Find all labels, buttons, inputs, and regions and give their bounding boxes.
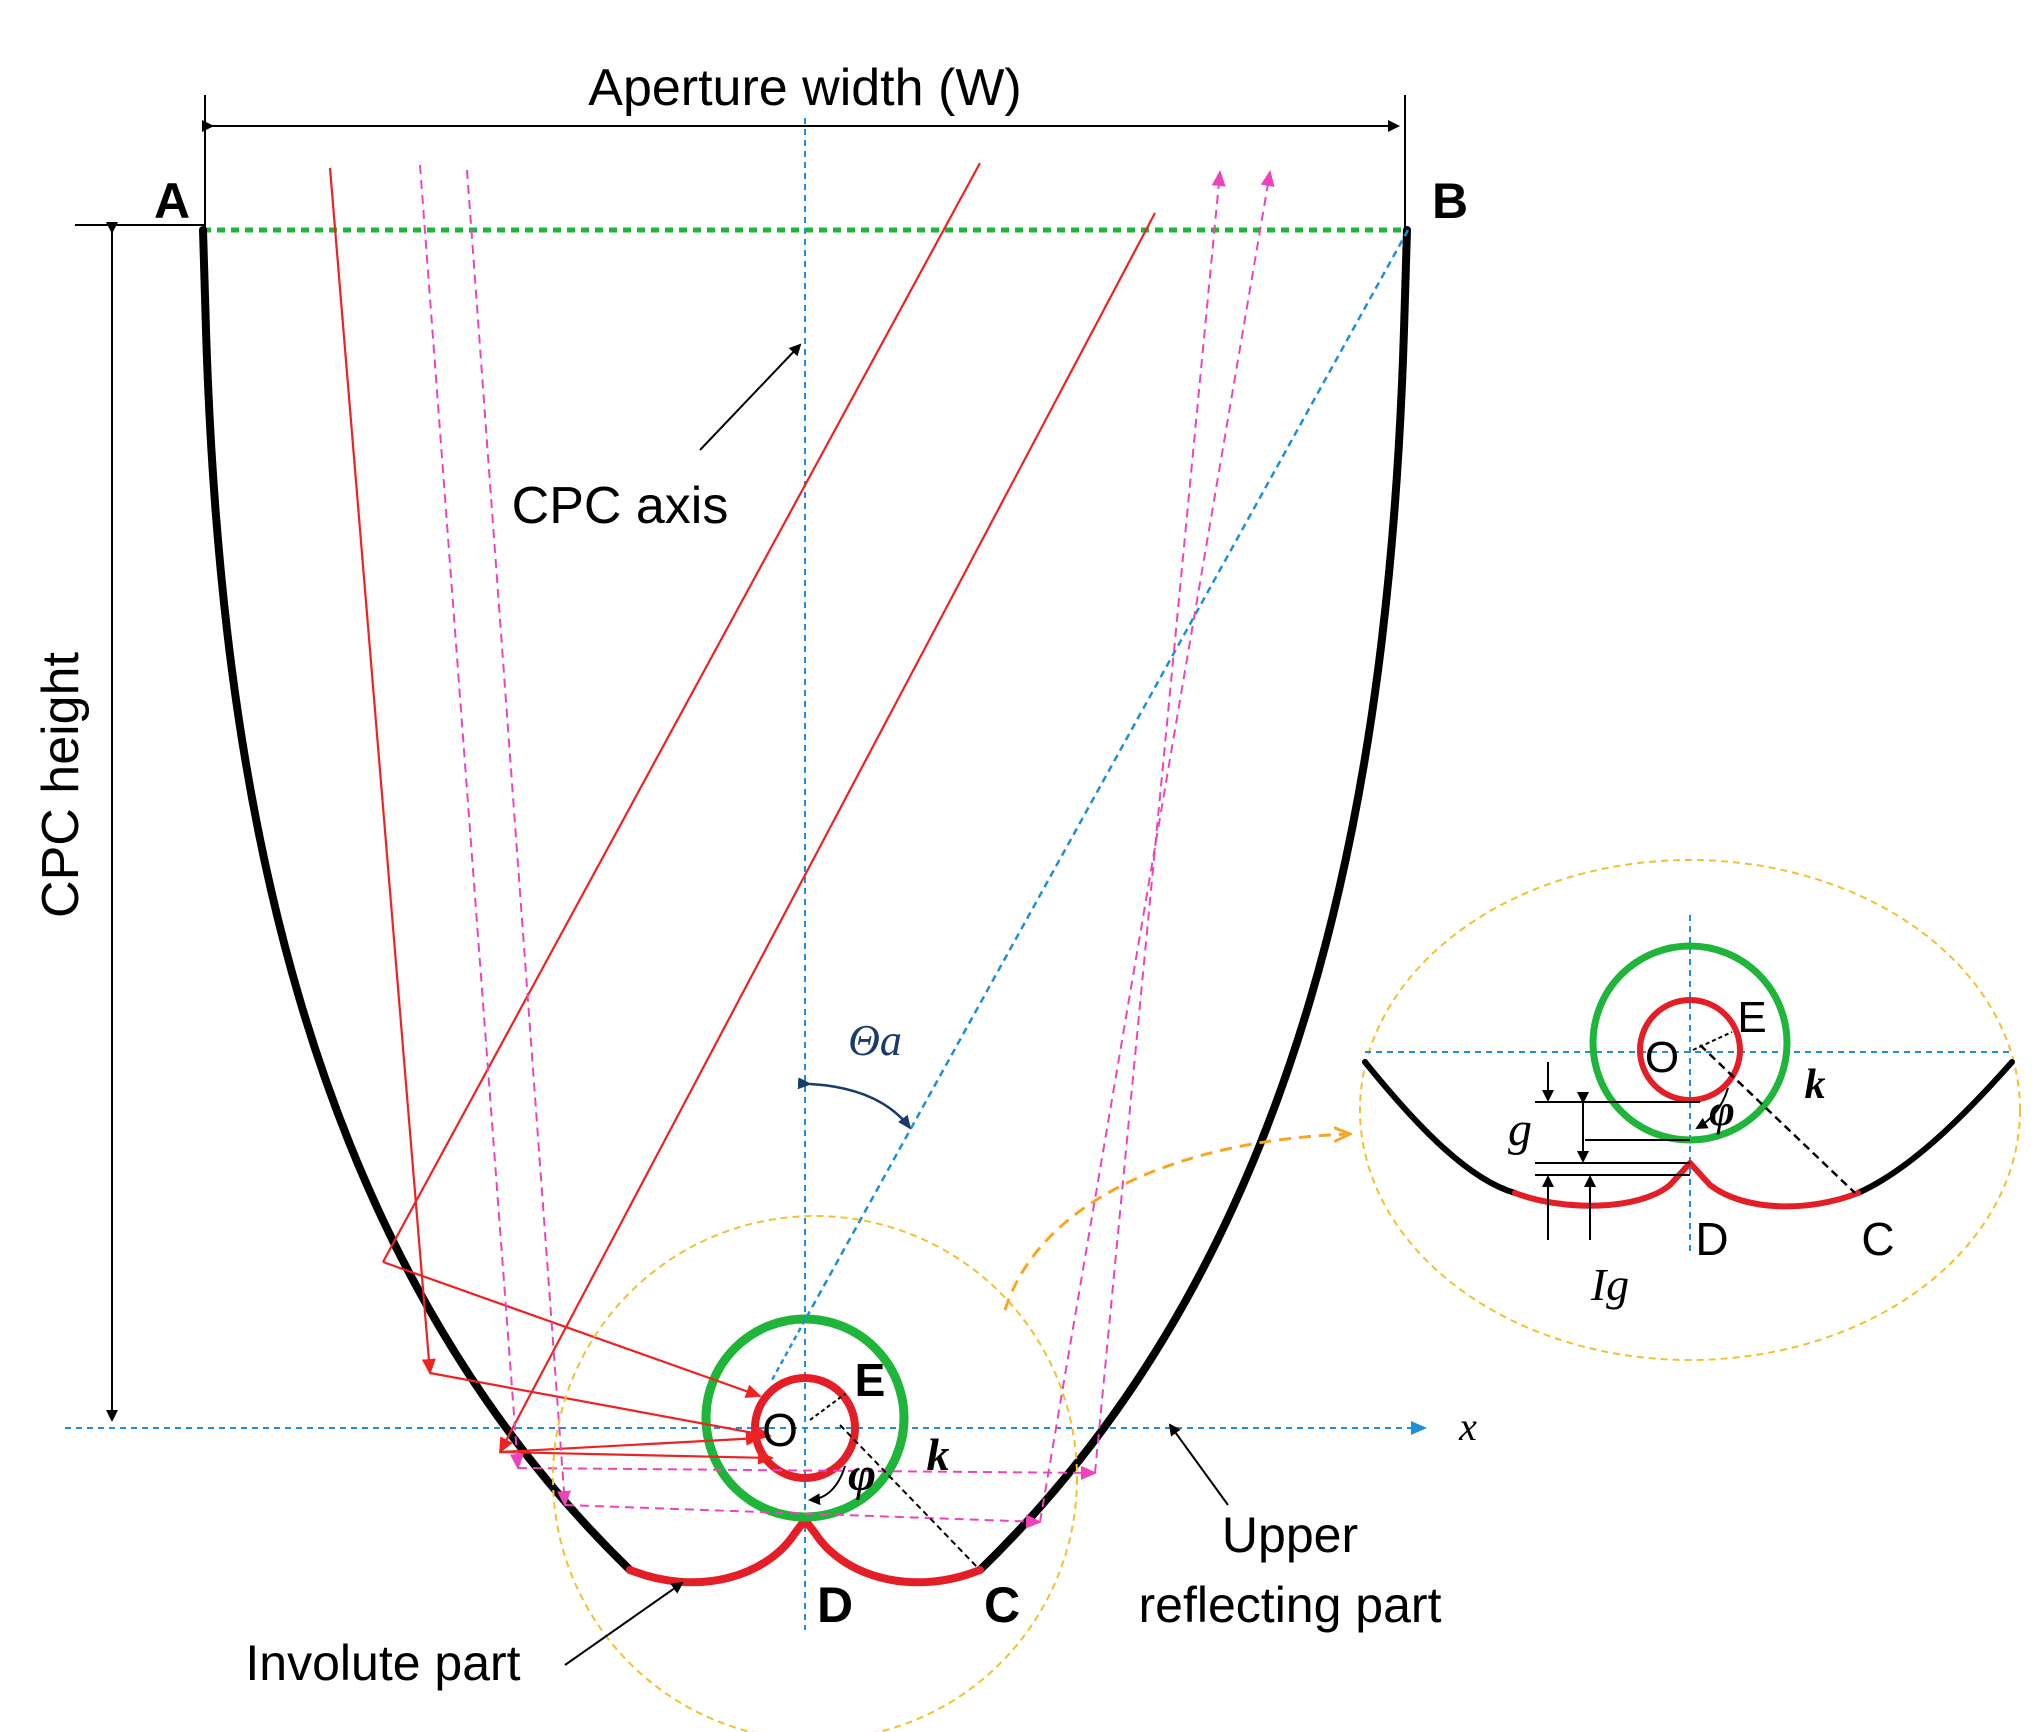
- inset-gap-ig-label: Ig: [1590, 1259, 1629, 1310]
- inset-point-e-label: E: [1737, 993, 1766, 1042]
- phi-arc: [808, 1465, 846, 1506]
- zoom-inset: O E φ k D C g Ig: [1359, 859, 2021, 1361]
- point-b-label: B: [1432, 173, 1468, 229]
- ray-direct-4: [499, 1450, 774, 1465]
- inset-point-o-label: O: [1645, 1033, 1679, 1082]
- upper-reflecting-label-line2: reflecting part: [1139, 1577, 1442, 1633]
- ray-direct-1-in: [328, 167, 436, 1375]
- ray-direct-3-out: [499, 1431, 762, 1454]
- involute-right: [801, 1516, 984, 1587]
- point-c-label: C: [984, 1577, 1020, 1633]
- inset-reflector-left: [1362, 1059, 1518, 1196]
- ray-escape-2-mid: [564, 1504, 1042, 1529]
- cpc-height-label: CPC height: [32, 651, 90, 917]
- inset-absorber-tube-circle: [1637, 997, 1743, 1103]
- cpc-axis-pointer: [699, 343, 802, 451]
- k-distance-line: [839, 1424, 979, 1569]
- involute-part-label: Involute part: [245, 1635, 520, 1691]
- inset-oe-line: [1692, 1031, 1733, 1051]
- inset-involute-left: [1512, 1160, 1693, 1209]
- involute-part-pointer: [564, 1581, 684, 1666]
- involute-left: [626, 1516, 809, 1587]
- aperture-width-label: Aperture width (W): [588, 59, 1021, 117]
- ray-escape-1-in: [419, 164, 524, 1470]
- point-e-label: E: [855, 1354, 886, 1406]
- zoom-inset-ellipse: [1359, 859, 2021, 1361]
- ray-escape-1-mid: [517, 1465, 1097, 1480]
- upper-reflecting-label-line1: Upper: [1222, 1507, 1358, 1563]
- inset-gap-g-label: g: [1508, 1103, 1532, 1156]
- direct-rays: [328, 162, 1156, 1465]
- reflector-right-upper: [976, 226, 1411, 1574]
- inset-point-d-label: D: [1695, 1213, 1728, 1265]
- ray-escape-2-out: [1039, 170, 1275, 1523]
- ray-direct-2-out: [382, 1260, 762, 1398]
- escaping-rays: [419, 164, 1275, 1529]
- x-axis-label: x: [1458, 1404, 1477, 1449]
- zoom-source-circle: [552, 1215, 1078, 1732]
- cpc-axis-label: CPC axis: [512, 477, 729, 535]
- inset-k-label: k: [1805, 1062, 1826, 1108]
- inset-point-c-label: C: [1861, 1213, 1894, 1265]
- oe-radius-line: [809, 1393, 846, 1421]
- zoom-connector-arrow: [1003, 1134, 1350, 1311]
- phi-label: φ: [848, 1448, 876, 1501]
- inset-phi-arc: [1695, 1087, 1729, 1129]
- point-a-label: A: [154, 173, 190, 229]
- inset-k-line: [1699, 1044, 1856, 1194]
- upper-reflecting-pointer: [1168, 1423, 1229, 1506]
- glass-cover-circle: [701, 1314, 909, 1522]
- theta-a-arc: [797, 1077, 912, 1130]
- point-o-label: O: [762, 1404, 798, 1456]
- ray-escape-2-in: [466, 169, 571, 1507]
- inset-involute-right: [1687, 1160, 1861, 1210]
- theta-a-label: Θa: [848, 1016, 902, 1065]
- inset-reflector-right: [1855, 1059, 2015, 1196]
- k-label: k: [927, 1429, 950, 1480]
- point-d-label: D: [817, 1577, 853, 1633]
- ray-escape-1-out: [1094, 170, 1226, 1474]
- acceptance-angle-line-inner: [770, 1319, 807, 1381]
- ray-direct-3-in: [499, 212, 1156, 1454]
- acceptance-angle-line: [803, 229, 1410, 1321]
- reflector-left-upper: [199, 226, 634, 1574]
- inset-phi-label: φ: [1709, 1086, 1735, 1135]
- ray-direct-2-in: [382, 162, 981, 1263]
- ray-direct-1-out: [429, 1371, 772, 1441]
